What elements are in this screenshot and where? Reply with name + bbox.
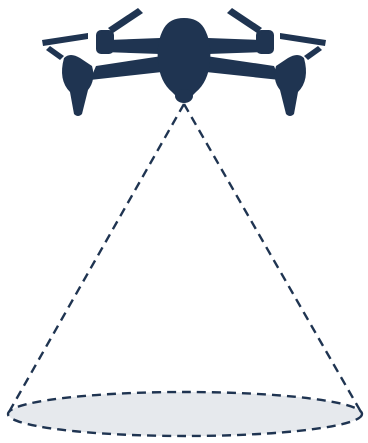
ground-footprint-ellipse	[8, 392, 362, 436]
view-cone-right-line	[184, 104, 361, 412]
drone-icon	[42, 8, 326, 116]
view-cone-left-line	[9, 104, 184, 412]
